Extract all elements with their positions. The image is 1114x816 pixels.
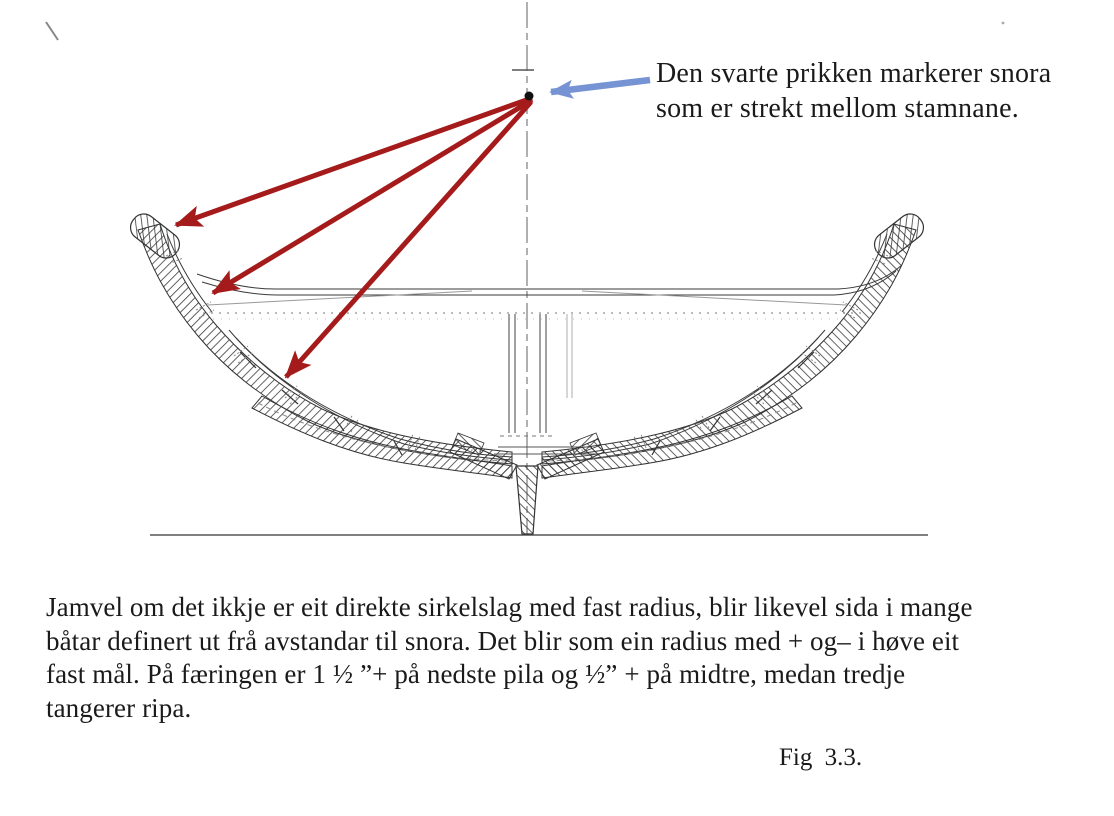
far-sheer-diagonal-right [581, 290, 847, 306]
paragraph-line-2: båtar definert ut frå avstandar til snor… [46, 625, 960, 656]
gunwale-cap-left [129, 213, 181, 259]
frame-dashed-right [547, 402, 797, 462]
corner-stroke-mark [45, 21, 59, 41]
red-arrow-top [174, 95, 533, 228]
note-line-2: som er strekt mellom stamnane. [656, 93, 1019, 124]
stem-inner-line-right [841, 233, 888, 313]
garboard-band-right [541, 395, 803, 479]
top-right-speck [1001, 21, 1005, 25]
hull-band-right [541, 223, 917, 465]
fastening-ticks [165, 249, 889, 461]
gunwale-cap-right [873, 213, 925, 259]
string-dot [524, 91, 534, 101]
note-line-1: Den svarte prikken markerer snora [656, 58, 1052, 89]
red-arrow-bottom [284, 100, 533, 379]
red-arrows [174, 95, 534, 379]
hull-band-left [137, 223, 513, 465]
stem-inner-line-left [166, 233, 213, 313]
red-arrow-middle [211, 97, 534, 296]
boat-cross-section [129, 213, 925, 535]
center-frame-post [500, 314, 573, 437]
boat-figure-drawing [45, 2, 1005, 536]
blue-annotation-arrow [549, 76, 651, 99]
paragraph-line-3: fast mål. På færingen er 1 ½ ”+ på nedst… [46, 659, 906, 689]
sheer-line-lower [201, 270, 897, 296]
paragraph-line-4: tangerer ripa. [46, 692, 192, 723]
plank-steps [239, 351, 815, 456]
keel [449, 432, 605, 535]
figure-caption: Fig 3.3. [779, 744, 863, 771]
body-paragraph: Jamvel om det ikkje er eit direkte sirke… [46, 591, 1106, 725]
garboard-band-left [251, 395, 513, 479]
far-sheer-diagonal-left [207, 290, 473, 306]
sheer-line-upper [196, 264, 903, 290]
annotation-note: Den svarte prikken markerer snora som er… [656, 56, 1114, 126]
paragraph-line-1: Jamvel om det ikkje er eit direkte sirke… [46, 592, 973, 622]
frame-dashed-left [257, 402, 507, 462]
